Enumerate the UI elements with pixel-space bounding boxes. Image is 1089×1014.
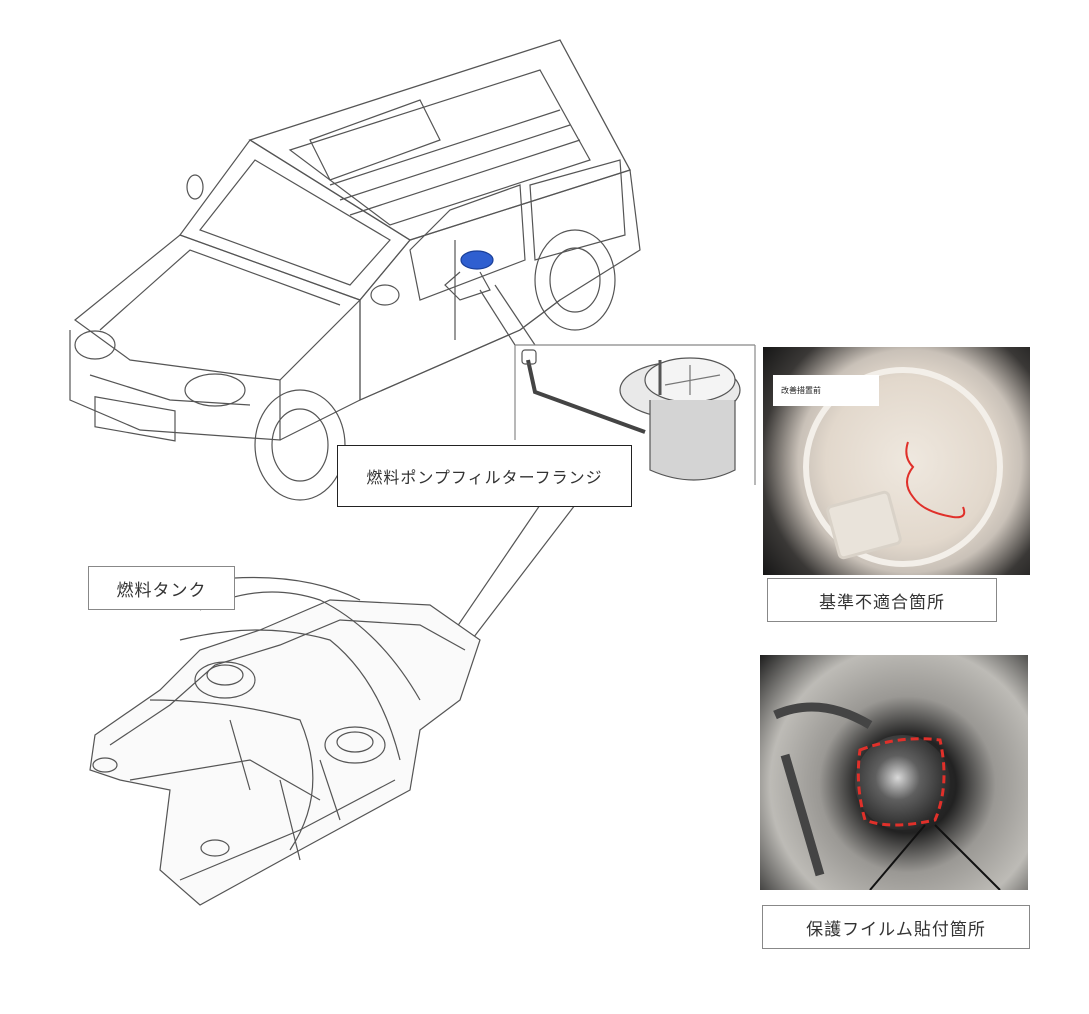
vehicle-icon bbox=[69, 39, 641, 501]
film-sphere bbox=[855, 735, 950, 830]
nonconforming-label: 基準不適合箇所 bbox=[767, 578, 997, 622]
film-photo bbox=[760, 655, 1028, 890]
tank-icon bbox=[89, 576, 481, 906]
flange-icon bbox=[514, 344, 756, 485]
pump-flange-label: 燃料ポンプフィルターフランジ bbox=[337, 445, 632, 507]
fuel-tank-label: 燃料タンク bbox=[88, 566, 235, 610]
crack-marker bbox=[905, 441, 966, 519]
before-tag: 改善措置前 bbox=[773, 375, 879, 406]
film-marker bbox=[773, 702, 1001, 890]
film-label: 保護フイルム貼付箇所 bbox=[762, 905, 1030, 949]
nonconforming-photo: 改善措置前 bbox=[763, 347, 1030, 575]
photo-inner-ring bbox=[803, 367, 1003, 567]
